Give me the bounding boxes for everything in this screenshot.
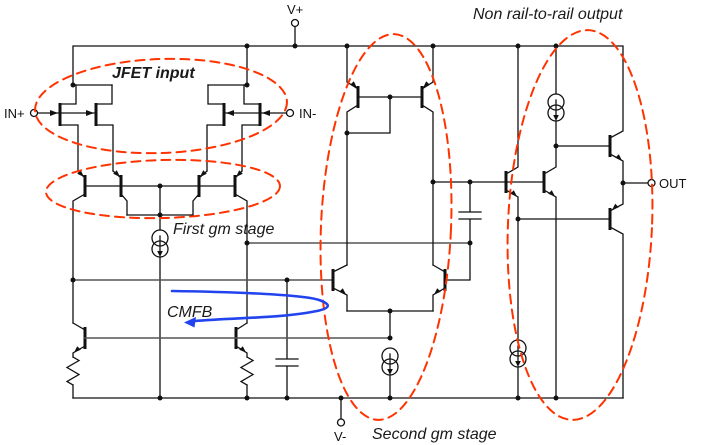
current-source-icon <box>151 229 169 258</box>
vplus-label: V+ <box>287 2 303 17</box>
gate-arrow-icon <box>50 110 58 116</box>
cmfb-label: CMFB <box>167 304 213 321</box>
cmfb-sense-pair <box>65 279 299 399</box>
second-gm-stage <box>331 45 545 399</box>
second-gm-stage-label: Second gm stage <box>372 426 497 443</box>
cmfb-arrow <box>170 289 330 328</box>
in-minus-terminal <box>285 108 295 118</box>
gate-arrow-icon <box>262 110 270 116</box>
out-label: OUT <box>659 176 687 191</box>
in-minus-label: IN- <box>299 106 316 121</box>
gate-arrow-icon <box>226 110 234 116</box>
in-plus-terminal <box>29 108 39 118</box>
current-source-icon <box>509 339 527 368</box>
vminus-terminal <box>336 418 346 427</box>
current-source-icon <box>381 347 399 376</box>
cmfb-arrowhead-icon <box>184 317 196 328</box>
resistor <box>239 356 255 386</box>
miller-capacitor <box>458 181 482 244</box>
jfet-input-stage <box>29 45 295 172</box>
gate-arrow-icon <box>86 110 94 116</box>
text-labels: JFET input Non rail-to-rail output First… <box>4 2 687 444</box>
highlight-ellipse-output <box>506 29 654 421</box>
interstage-lines <box>72 242 471 339</box>
vminus-label: V- <box>334 429 346 444</box>
output-stage <box>504 45 656 399</box>
power-rails <box>72 18 624 427</box>
highlight-ellipse-cascode <box>45 158 281 220</box>
jfet-input-label: JFET input <box>112 65 195 82</box>
cascode-row <box>72 170 248 324</box>
vplus-terminal <box>290 18 300 28</box>
first-gm-stage-label: First gm stage <box>173 221 274 238</box>
highlight-ellipse-jfet-input <box>34 57 288 155</box>
current-source-icon <box>547 93 565 122</box>
highlight-ellipses <box>34 29 654 421</box>
in-plus-label: IN+ <box>4 106 25 121</box>
non-rail-to-rail-output-label: Non rail-to-rail output <box>473 6 623 23</box>
junction-dots <box>70 43 626 401</box>
resistor <box>65 356 81 386</box>
highlight-ellipse-second-gm <box>319 33 453 421</box>
first-stage-current-source <box>151 214 169 399</box>
capacitor <box>275 279 299 399</box>
